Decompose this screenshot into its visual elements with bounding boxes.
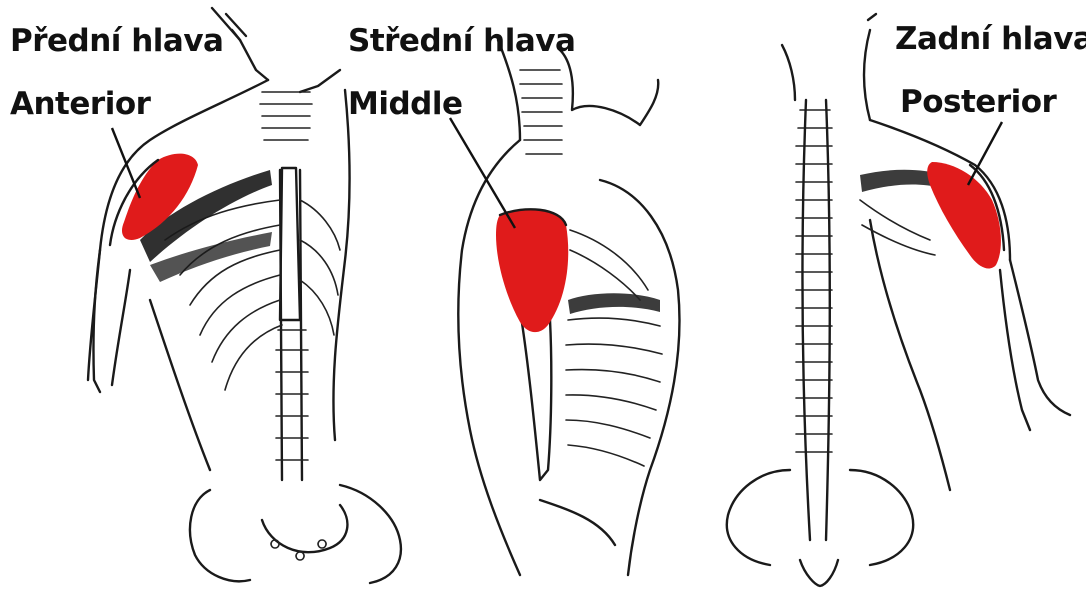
anterior-pointer-line (112, 128, 140, 198)
posterior-label-english: Posterior (900, 87, 1056, 118)
front-pelvis (190, 485, 401, 583)
back-spine (796, 100, 832, 540)
side-ribs (566, 318, 662, 466)
posterior-label-czech: Zadní hlava (895, 24, 1086, 55)
side-view-figure (458, 40, 679, 575)
back-pelvis (727, 470, 913, 586)
anterior-label-czech: Přední hlava (10, 26, 223, 57)
front-spine (260, 92, 312, 480)
middle-deltoid-head (496, 209, 568, 332)
anterior-label-english: Anterior (10, 89, 150, 120)
middle-label-english: Middle (348, 89, 463, 120)
posterior-deltoid-head (927, 162, 1001, 269)
middle-pointer-line (450, 118, 515, 228)
side-neck-vertebrae (520, 70, 562, 154)
middle-label-czech: Střední hlava (348, 26, 575, 57)
